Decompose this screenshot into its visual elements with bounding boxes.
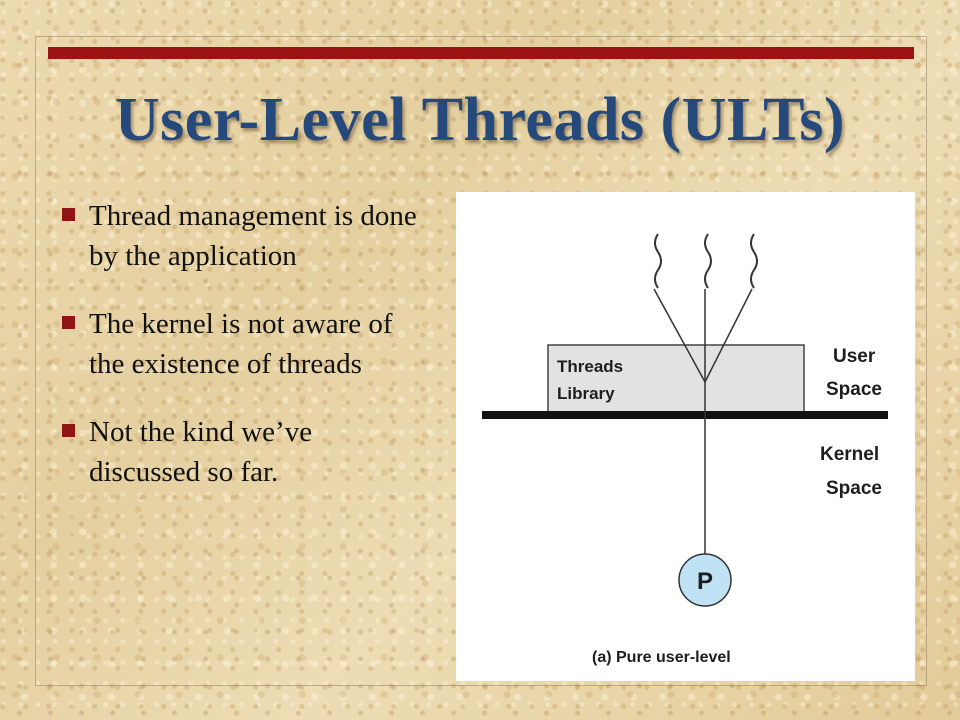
slide-title: User-Level Threads (ULTs) <box>114 86 846 154</box>
bullet-item: The kernel is not aware of the existence… <box>60 304 430 384</box>
figure-caption: (a) Pure user-level <box>592 649 731 666</box>
slide-frame <box>35 36 927 686</box>
user-space-label-line1: User <box>833 346 876 367</box>
bullet-item: Not the kind we’ve discussed so far. <box>60 412 430 492</box>
title-accent-bar <box>48 47 914 59</box>
ult-diagram-svg: Threads Library P User Space Kernel Spac… <box>482 233 888 666</box>
ult-diagram: Threads Library P User Space Kernel Spac… <box>456 192 915 681</box>
process-circle <box>678 553 732 607</box>
thread-squiggle-icon <box>654 233 662 289</box>
bullet-text: The kernel is not aware of the existence… <box>89 308 393 380</box>
thread-connector-line <box>704 288 753 383</box>
bullet-item: Thread management is done by the applica… <box>60 196 430 276</box>
threads-library-label-line1: Threads <box>557 357 623 376</box>
square-bullet-icon <box>62 424 75 437</box>
bullet-text: Thread management is done by the applica… <box>89 200 417 272</box>
user-kernel-boundary-bar <box>482 411 888 419</box>
threads-library-label-line2: Library <box>557 384 615 403</box>
square-bullet-icon <box>62 316 75 329</box>
square-bullet-icon <box>62 208 75 221</box>
process-label: P <box>697 568 713 595</box>
thread-squiggle-icon <box>704 233 712 289</box>
user-space-label-line2: Space <box>826 379 882 400</box>
bullet-list: Thread management is done by the applica… <box>60 196 430 520</box>
kernel-space-label-line2: Space <box>826 478 882 499</box>
bullet-text: Not the kind we’ve discussed so far. <box>89 416 313 488</box>
thread-squiggle-icon <box>750 233 758 289</box>
thread-connector-line <box>653 288 706 383</box>
kernel-space-label-line1: Kernel <box>820 444 879 465</box>
